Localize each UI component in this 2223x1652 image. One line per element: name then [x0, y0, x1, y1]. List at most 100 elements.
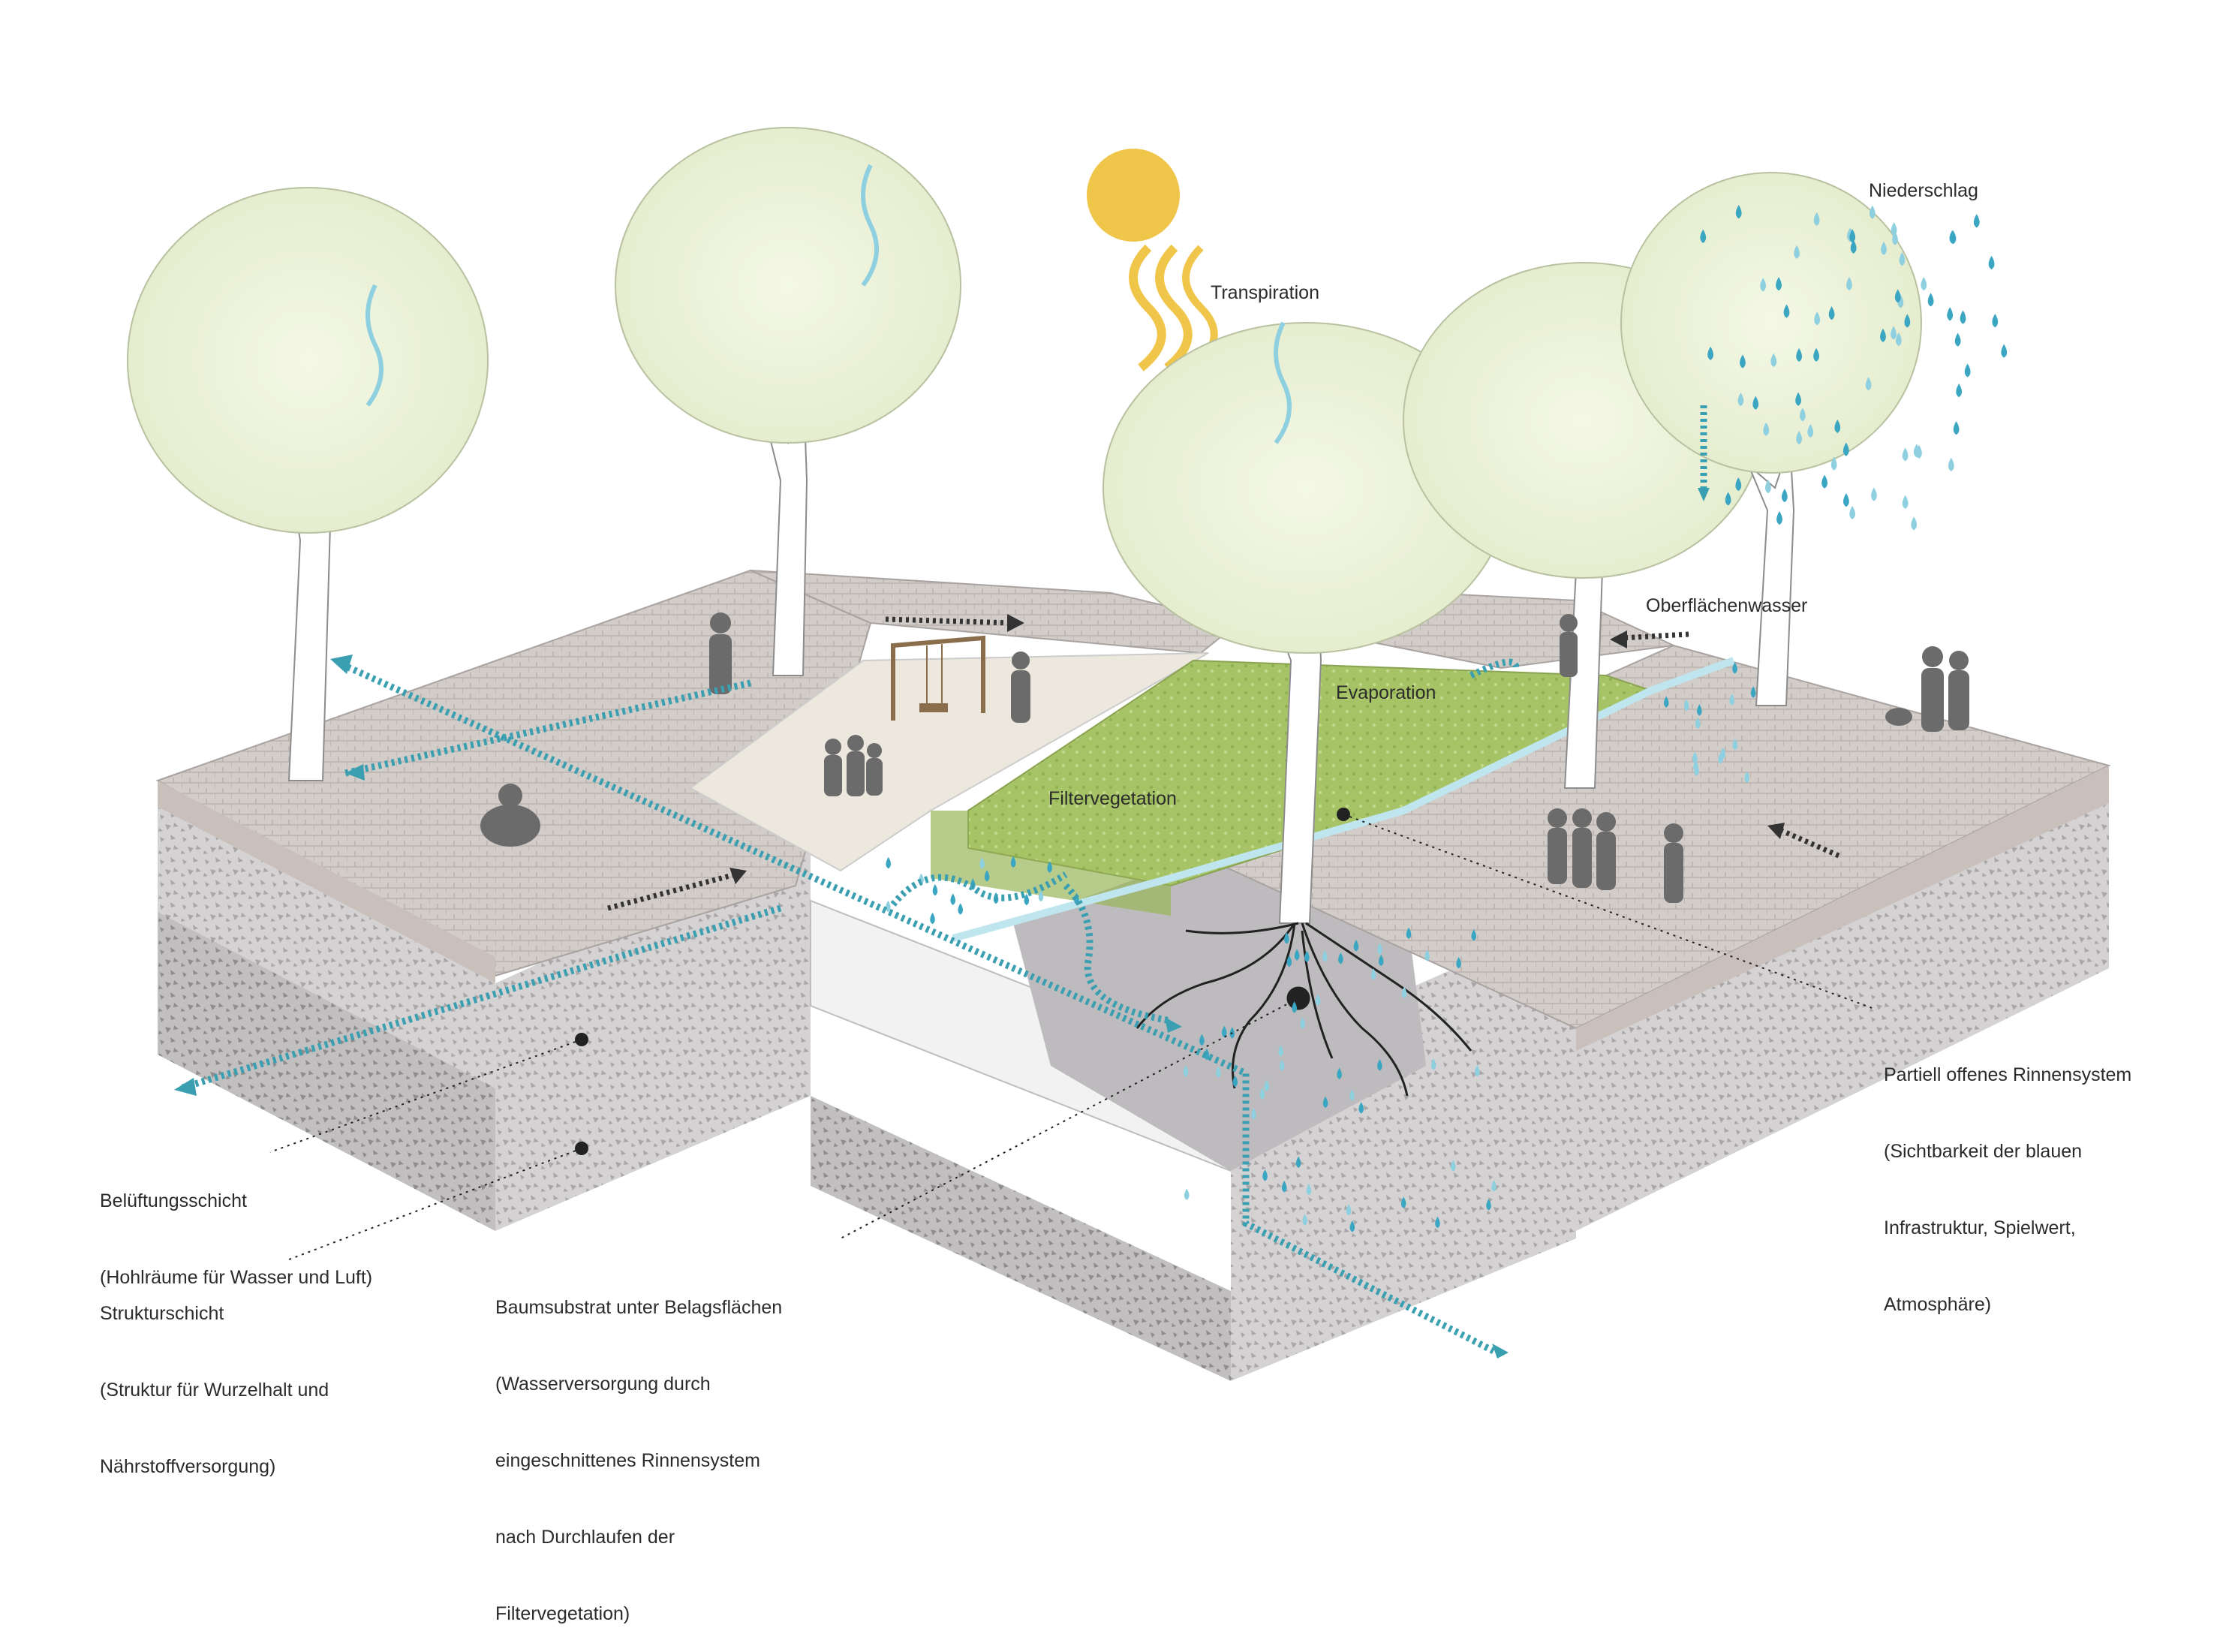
rain-drop-icon	[1865, 377, 1872, 391]
rain-drop-icon	[1988, 255, 1995, 269]
label-rinnensystem-line-4: Atmosphäre)	[1884, 1294, 1992, 1315]
rain-drop-icon	[1760, 278, 1767, 292]
rain-drop-icon	[1456, 956, 1461, 969]
rain-drop-icon	[1286, 955, 1292, 967]
rain-drop-icon	[1216, 1066, 1221, 1078]
rain-drop-icon	[1406, 927, 1412, 940]
rain-drop-icon	[1315, 994, 1321, 1006]
rain-drop-icon	[1737, 392, 1744, 407]
water-flow-arrows	[179, 405, 1707, 1355]
people	[480, 612, 1969, 903]
rain-drop-icon	[1740, 354, 1746, 369]
paving-right-edge	[1576, 766, 2109, 1051]
soil-front-right	[1576, 803, 2109, 1231]
rain-drop-icon	[1764, 480, 1771, 494]
rain-drop-icon	[1251, 1108, 1256, 1120]
rain-drop-icon	[1692, 751, 1698, 763]
flow-arrow-icon	[729, 614, 1785, 884]
label-evaporation: Evaporation	[1336, 682, 1436, 703]
label-baumsubstrat-line-4: nach Durchlaufen der	[495, 1527, 675, 1548]
label-strukturschicht: Strukturschicht (Struktur für Wurzelhalt…	[100, 1250, 329, 1505]
rain-drop-icon	[1264, 1079, 1270, 1091]
rain-drop-icon	[1763, 422, 1770, 437]
rain-drop-icon	[1259, 1088, 1265, 1100]
rain-drop-icon	[1794, 245, 1800, 259]
rain-drop-icon	[1744, 771, 1750, 784]
rain-drop-icon	[1842, 493, 1849, 507]
label-baumsubstrat-line-2: (Wasserversorgung durch	[495, 1374, 711, 1395]
air-flow-arrows	[607, 616, 1840, 911]
label-struktur-line-1: Strukturschicht	[100, 1303, 224, 1324]
rain-drop-icon	[1199, 1034, 1205, 1046]
rain-drop-icon	[1834, 419, 1841, 434]
rain-drop-icon	[1295, 1156, 1301, 1169]
rain-drop-icon	[1992, 313, 1999, 328]
rain-drop-icon	[1184, 1188, 1190, 1200]
flow-arrow-icon	[174, 488, 1710, 1359]
leader-lines	[269, 814, 1877, 1262]
rain-drop-icon	[1750, 686, 1756, 698]
rain-drop-icon	[1830, 456, 1837, 471]
rain-drop-icon	[1183, 1065, 1189, 1077]
rain-drop-icon	[2001, 344, 2008, 358]
rain-drop-icon	[1891, 222, 1897, 236]
label-niederschlag: Niederschlag	[1869, 180, 1978, 201]
label-baumsubstrat-line-1: Baumsubstrat unter Belagsflächen	[495, 1297, 783, 1318]
label-rinnensystem-line-3: Infrastruktur, Spielwert,	[1884, 1217, 2076, 1238]
rain-drop-icon	[1964, 363, 1971, 378]
label-transpiration: Transpiration	[1211, 282, 1319, 303]
rain-drop-icon	[1796, 431, 1803, 445]
rain-drop-icon	[1694, 764, 1699, 776]
tree-icon	[1620, 172, 1922, 706]
rain-drop-icon	[1718, 752, 1723, 764]
rain-drop-icon	[1732, 662, 1737, 674]
rain-drop-icon	[1954, 333, 1961, 347]
label-struktur-line-2: (Struktur für Wurzelhalt und	[100, 1380, 329, 1401]
rain-drop-icon	[1302, 1214, 1307, 1226]
rain-drop-icon	[1927, 293, 1934, 307]
rain-drop-icon	[1221, 1025, 1227, 1038]
rain-drop-icon	[1377, 943, 1382, 955]
rain-drop-icon	[1683, 699, 1689, 712]
rain-drop-icon	[1828, 305, 1835, 320]
rain-drop-icon	[1401, 986, 1407, 999]
paving-left-edge	[158, 781, 495, 983]
label-rinnensystem-line-1: Partiell offenes Rinnensystem	[1884, 1064, 2132, 1085]
rain-drop-icon	[1707, 346, 1714, 360]
rain-drop-icon	[1735, 205, 1742, 219]
urban-water-infrastructure-diagram	[127, 127, 2111, 1381]
rain-drop-icon	[1770, 353, 1777, 367]
rain-drop-icon	[1430, 1058, 1436, 1070]
rain-drop-icon	[1491, 1180, 1497, 1192]
rain-drop-icons	[886, 205, 2008, 1232]
rain-drop-icon	[1322, 950, 1328, 962]
rain-drop-icon	[1902, 447, 1909, 462]
rain-drop-icon	[1377, 1059, 1382, 1071]
rain-drop-icon	[1349, 1089, 1355, 1101]
person-silhouette-icon	[1560, 614, 1578, 677]
sun-icon	[1087, 149, 1218, 372]
playground-floor	[689, 652, 1209, 872]
rain-drop-icon	[1300, 1017, 1305, 1029]
rain-drop-icon	[1695, 717, 1701, 730]
rain-drop-icon	[1281, 1181, 1287, 1193]
rain-drop-icon	[1306, 1183, 1312, 1196]
rain-drop-icon	[979, 857, 985, 869]
rain-drop-icon	[1284, 932, 1289, 944]
rain-drop-icon	[1795, 392, 1802, 406]
rain-drop-icon	[1781, 488, 1788, 503]
label-oberflaechenwasser: Oberflächenwasser	[1646, 595, 1808, 616]
rain-drop-icon	[1911, 516, 1918, 531]
rain-drop-icon	[1871, 487, 1877, 501]
rain-drop-icon	[1725, 492, 1731, 506]
rain-drop-icon	[958, 903, 963, 915]
rain-drop-icon	[1038, 889, 1044, 902]
rain-drop-icon	[1435, 1216, 1440, 1229]
tree-icon	[127, 187, 489, 781]
label-belueftung-line-2: (Hohlräume für Wasser und Luft)	[100, 1267, 373, 1288]
rain-drop-icon	[1916, 444, 1922, 459]
rain-drop-icon	[932, 883, 938, 896]
inner-cut-face	[495, 841, 811, 1231]
person-silhouette-icon	[1885, 646, 1969, 732]
rain-drop-icon	[1904, 314, 1911, 328]
